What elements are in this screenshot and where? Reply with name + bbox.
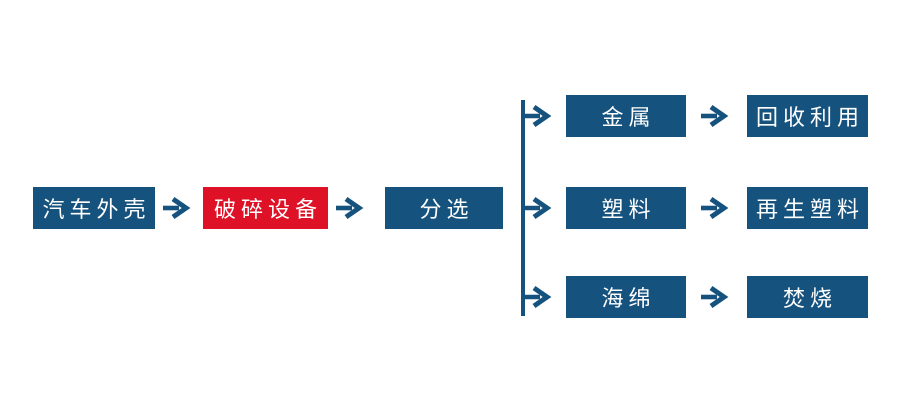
arrow-right-icon — [163, 196, 191, 220]
arrow-right-icon — [701, 104, 729, 128]
node-metal: 金属 — [566, 95, 686, 137]
node-sponge: 海绵 — [566, 276, 686, 318]
arrow-right-icon — [701, 285, 729, 309]
node-car-shell: 汽车外壳 — [33, 187, 155, 229]
arrow-right-icon — [701, 196, 729, 220]
node-recycled-plastic: 再生塑料 — [747, 187, 868, 229]
node-crushing-equipment: 破碎设备 — [203, 187, 328, 229]
arrow-right-icon — [523, 196, 552, 220]
node-incineration: 焚烧 — [747, 276, 868, 318]
node-sorting: 分选 — [385, 187, 503, 229]
node-plastic: 塑料 — [566, 187, 686, 229]
node-recycling: 回收利用 — [747, 95, 868, 137]
arrow-right-icon — [523, 285, 552, 309]
arrow-right-icon — [523, 104, 552, 128]
arrow-right-icon — [336, 196, 364, 220]
